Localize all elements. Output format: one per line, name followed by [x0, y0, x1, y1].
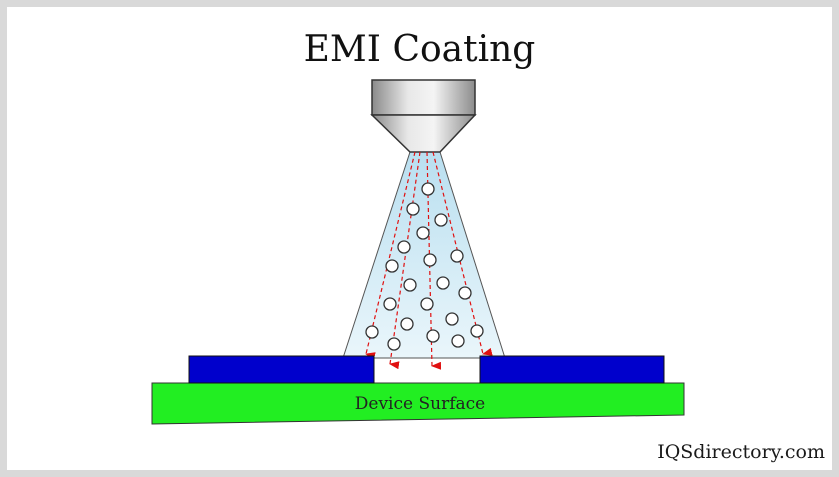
particle [421, 182, 435, 196]
spray-nozzle [370, 79, 477, 153]
mask-right [479, 355, 665, 384]
diagram-title: EMI Coating [303, 29, 536, 70]
watermark: IQSdirectory.com [657, 441, 825, 463]
particle [365, 325, 379, 339]
particle [423, 253, 437, 267]
particle [426, 329, 440, 343]
particle [451, 334, 465, 348]
spray-arrow [389, 151, 421, 370]
particle [470, 324, 484, 338]
particle [406, 202, 420, 216]
particle [416, 226, 430, 240]
particle [383, 297, 397, 311]
particle [403, 278, 417, 292]
particle [450, 249, 464, 263]
particle [385, 259, 399, 273]
particle [445, 312, 459, 326]
mask-left [188, 355, 375, 384]
coating-particles [365, 182, 484, 351]
particle [458, 286, 472, 300]
particle [387, 337, 401, 351]
particle [436, 276, 450, 290]
particle [420, 297, 434, 311]
device-surface-label: Device Surface [355, 394, 485, 414]
particle [400, 317, 414, 331]
particle [397, 240, 411, 254]
particle [434, 213, 448, 227]
